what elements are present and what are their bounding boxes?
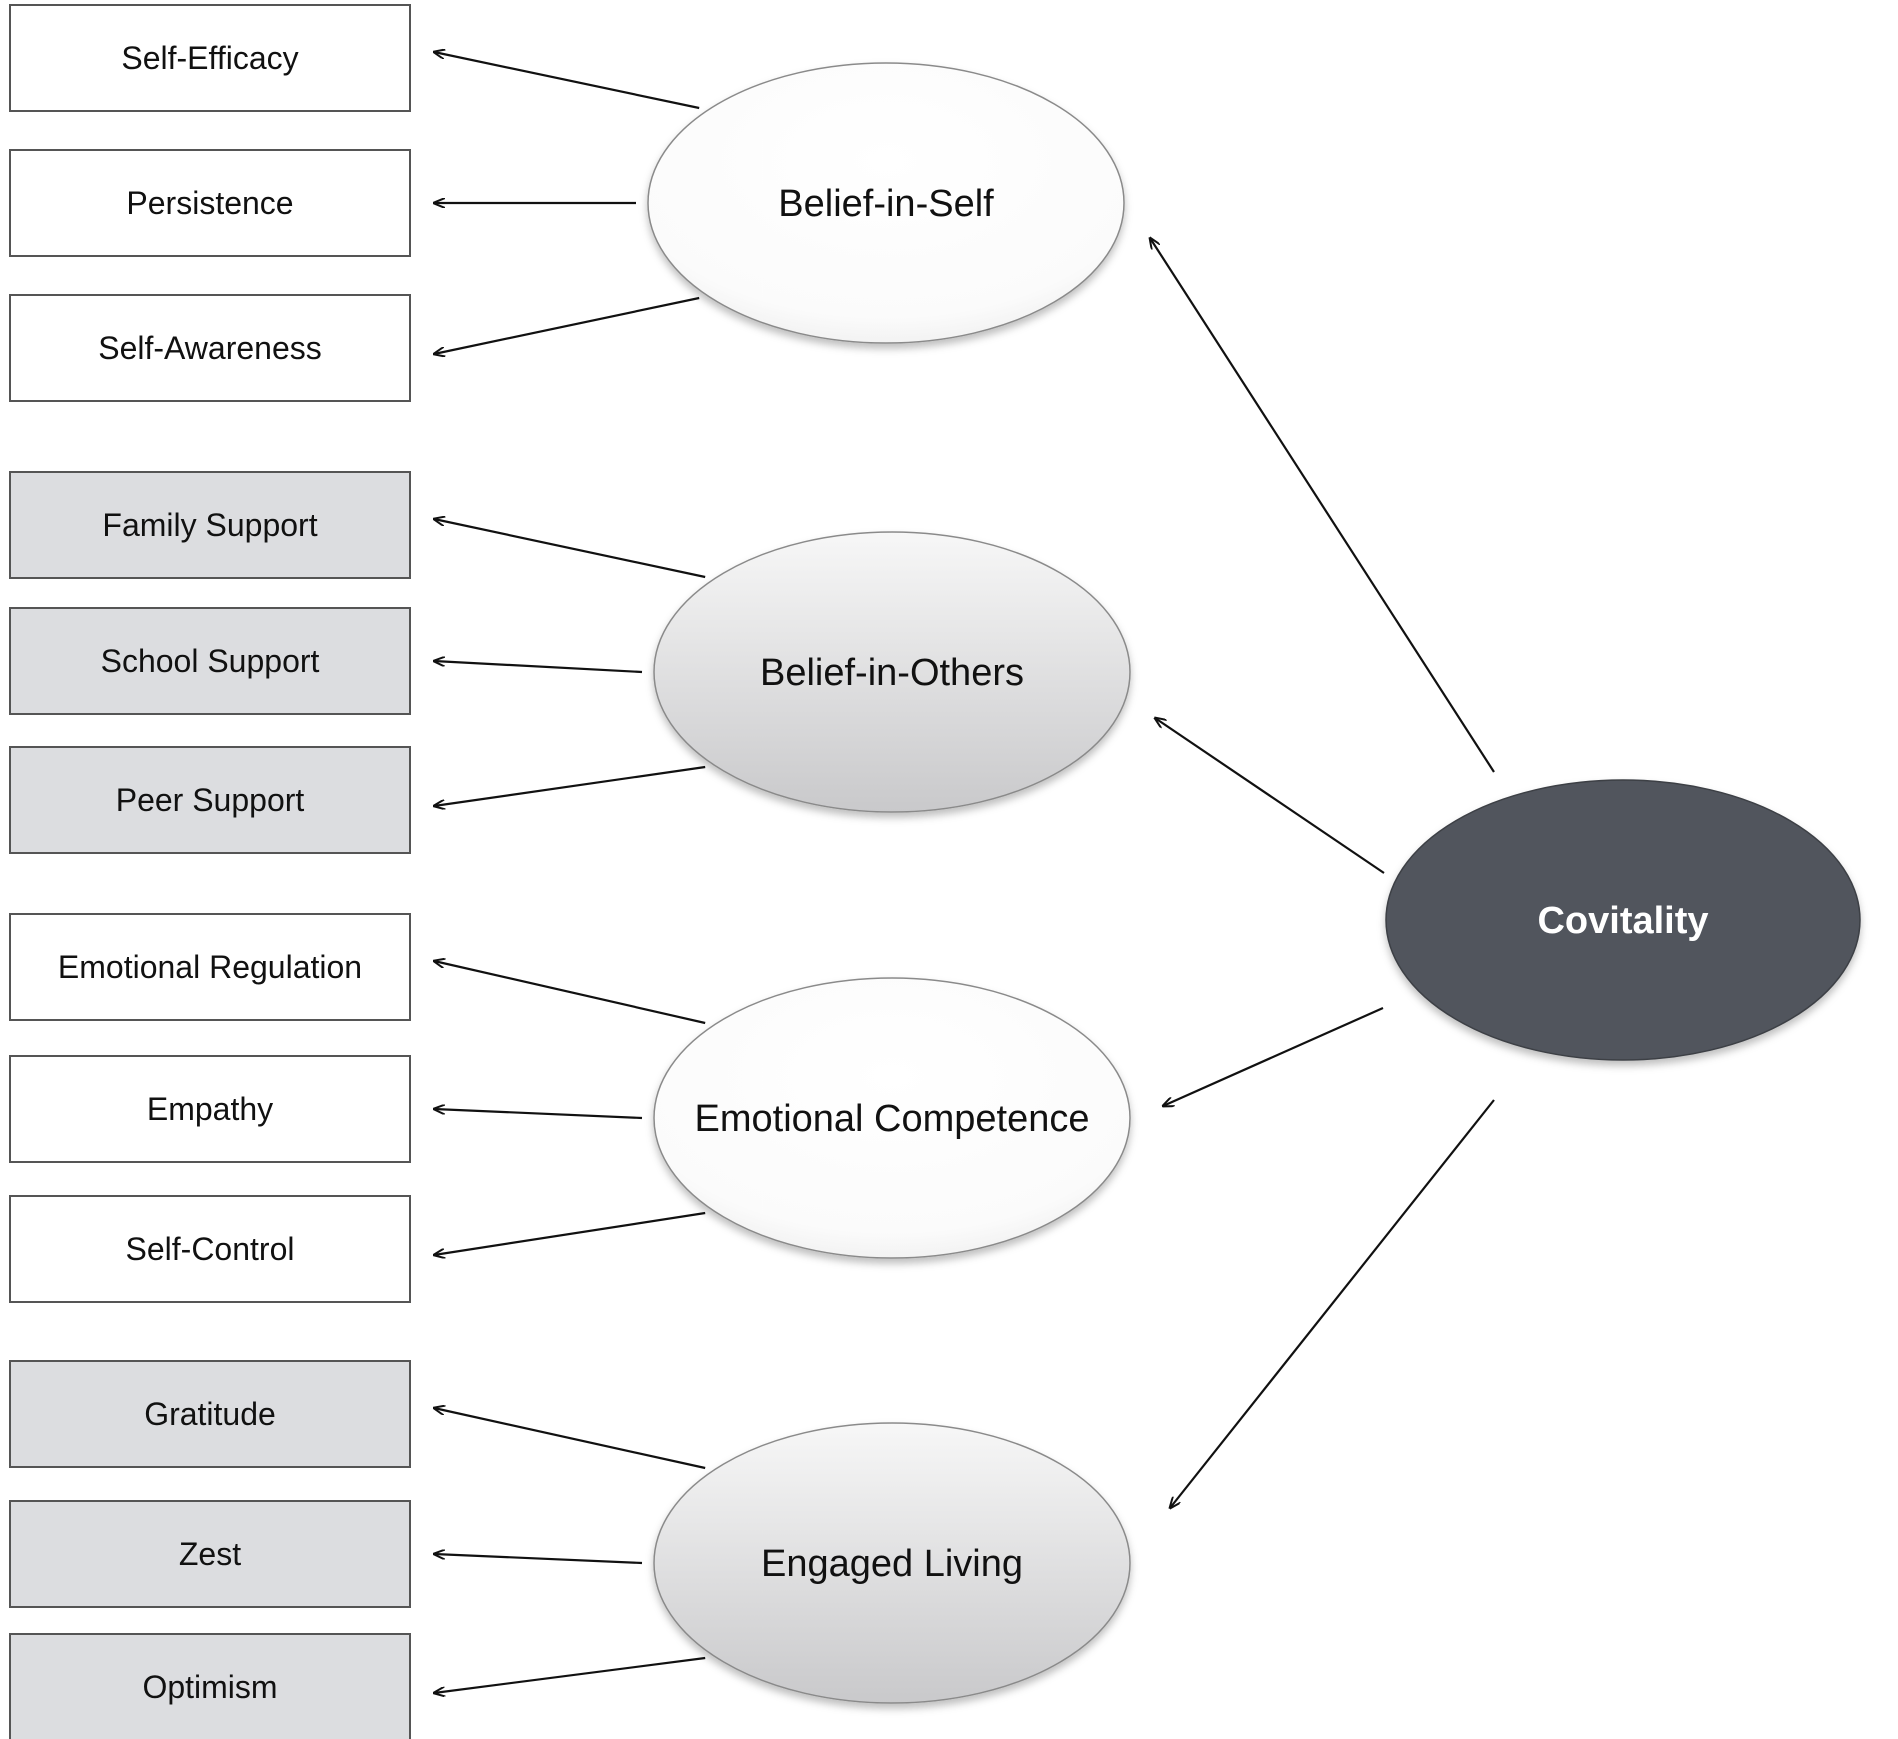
indicator-box-emotional-regulation bbox=[9, 913, 411, 1021]
indicator-label-gratitude: Gratitude bbox=[144, 1396, 276, 1432]
root-ellipse-covitality bbox=[1385, 779, 1861, 1061]
arrow-belief-in-self-to-self-awareness bbox=[434, 296, 700, 354]
arrow-emotional-competence-to-self-control bbox=[434, 1211, 706, 1255]
indicator-box-self-efficacy bbox=[9, 4, 411, 112]
indicator-box-peer-support bbox=[9, 746, 411, 854]
factor-ellipse-belief-in-self bbox=[647, 62, 1125, 344]
indicator-label-optimism: Optimism bbox=[142, 1669, 277, 1705]
indicator-box-self-control bbox=[9, 1195, 411, 1303]
arrow-belief-in-others-to-family-support bbox=[434, 519, 706, 579]
arrow-belief-in-others-to-peer-support bbox=[434, 765, 706, 806]
indicator-box-school-support bbox=[9, 607, 411, 715]
indicator-label-emotional-regulation: Emotional Regulation bbox=[58, 949, 362, 985]
arrow-covitality-to-emotional-competence bbox=[1163, 1006, 1384, 1106]
indicator-box-empathy bbox=[9, 1055, 411, 1163]
arrow-belief-in-self-to-self-efficacy bbox=[434, 52, 700, 110]
factor-label-belief-in-others: Belief-in-Others bbox=[760, 652, 1024, 694]
arrow-engaged-living-to-zest bbox=[434, 1554, 643, 1565]
indicator-box-persistence bbox=[9, 149, 411, 257]
factor-label-engaged-living: Engaged Living bbox=[761, 1543, 1023, 1585]
factor-ellipse-engaged-living bbox=[653, 1422, 1131, 1704]
factor-ellipse-emotional-competence bbox=[653, 977, 1131, 1259]
factors: Belief-in-SelfBelief-in-OthersEmotional … bbox=[647, 62, 1131, 1704]
indicator-label-empathy: Empathy bbox=[147, 1091, 273, 1127]
arrow-emotional-competence-to-emotional-regulation bbox=[434, 961, 706, 1025]
factor-label-emotional-competence: Emotional Competence bbox=[695, 1098, 1090, 1140]
indicator-box-gratitude bbox=[9, 1360, 411, 1468]
arrow-covitality-to-engaged-living bbox=[1170, 1099, 1495, 1508]
indicator-box-family-support bbox=[9, 471, 411, 579]
indicator-label-school-support: School Support bbox=[101, 643, 320, 679]
arrow-belief-in-others-to-school-support bbox=[434, 661, 643, 674]
indicators: Self-EfficacyPersistenceSelf-AwarenessFa… bbox=[9, 4, 411, 1739]
root-construct: Covitality bbox=[1385, 779, 1861, 1061]
indicator-label-persistence: Persistence bbox=[126, 185, 293, 221]
indicator-label-family-support: Family Support bbox=[102, 507, 317, 543]
root-label: Covitality bbox=[1537, 900, 1708, 942]
factor-ellipse-belief-in-others bbox=[653, 531, 1131, 813]
indicator-box-zest bbox=[9, 1500, 411, 1608]
factor-label-belief-in-self: Belief-in-Self bbox=[778, 183, 994, 225]
indicator-box-self-awareness bbox=[9, 294, 411, 402]
connectors bbox=[434, 52, 1495, 1693]
indicator-label-self-awareness: Self-Awareness bbox=[98, 330, 322, 366]
indicator-label-peer-support: Peer Support bbox=[116, 782, 305, 818]
arrow-emotional-competence-to-empathy bbox=[434, 1109, 643, 1120]
arrow-engaged-living-to-gratitude bbox=[434, 1408, 706, 1470]
indicator-box-optimism bbox=[9, 1633, 411, 1739]
indicator-label-self-efficacy: Self-Efficacy bbox=[121, 40, 298, 76]
arrow-engaged-living-to-optimism bbox=[434, 1656, 706, 1693]
indicator-label-zest: Zest bbox=[179, 1536, 241, 1572]
arrow-covitality-to-belief-in-others bbox=[1155, 718, 1385, 874]
indicator-label-self-control: Self-Control bbox=[126, 1231, 295, 1267]
arrow-covitality-to-belief-in-self bbox=[1150, 238, 1495, 773]
